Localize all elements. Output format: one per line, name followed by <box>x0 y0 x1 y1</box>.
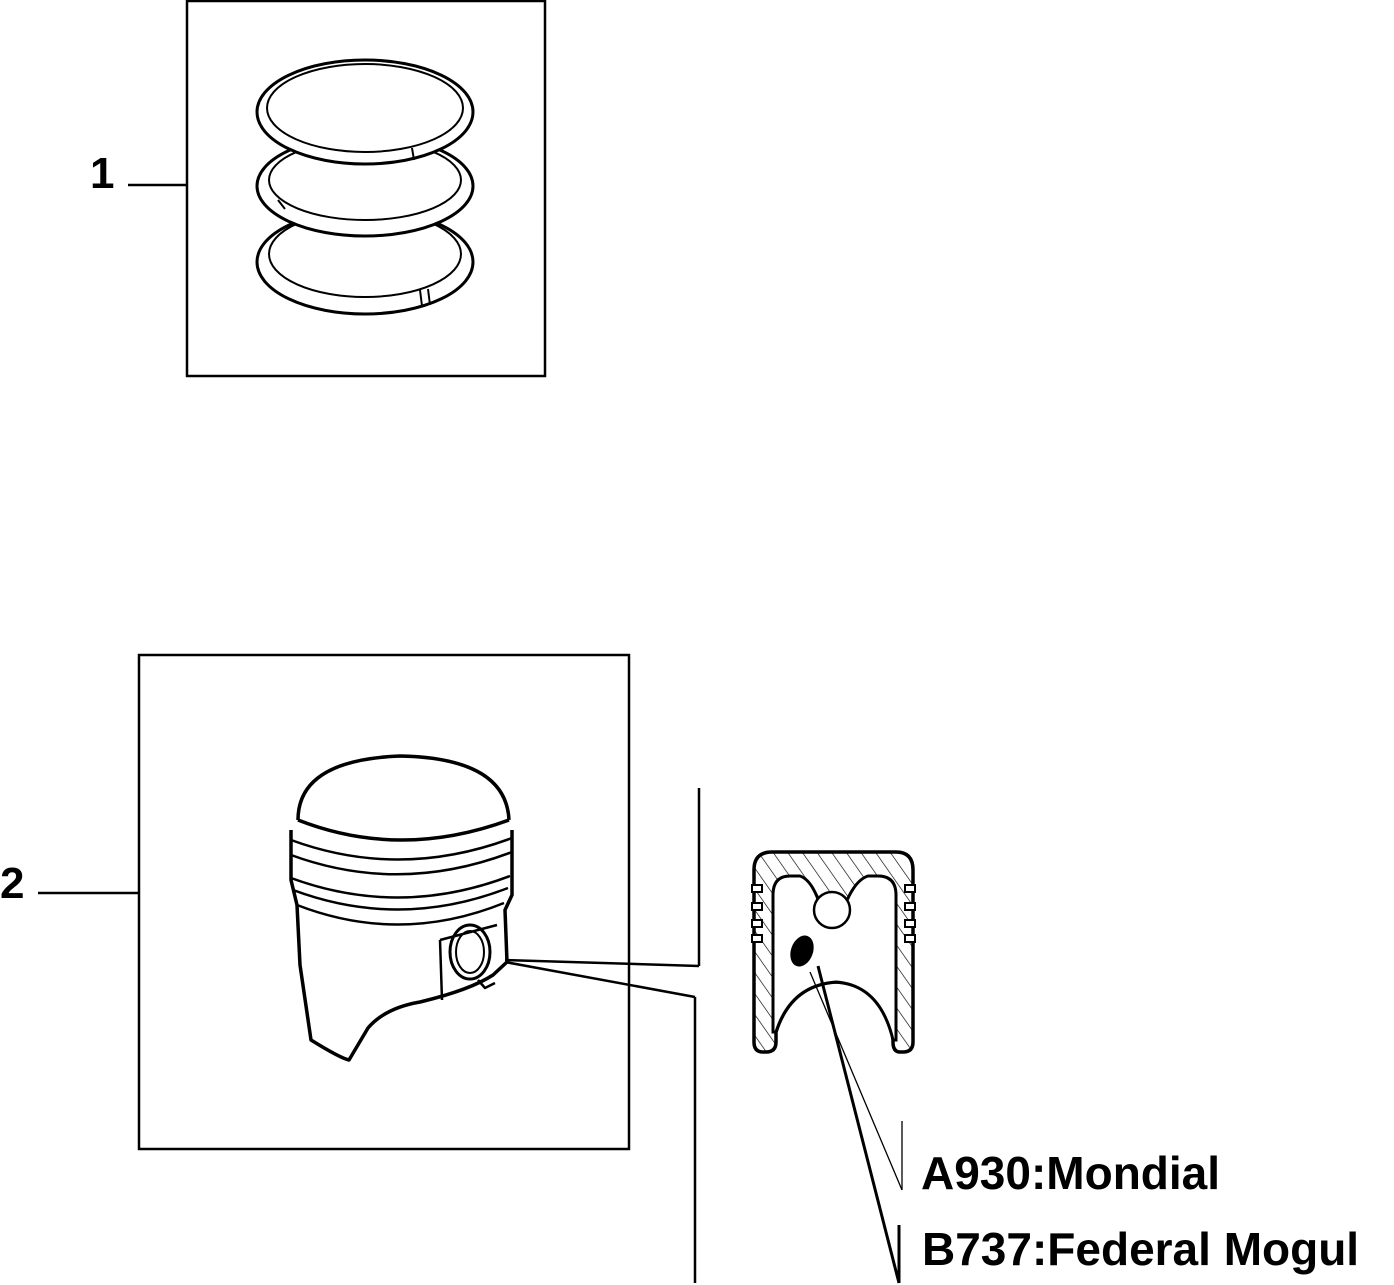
supplier-note-mondial: A930:Mondial <box>921 1147 1221 1199</box>
piston-illustration <box>289 754 514 1062</box>
callout-piston: 2 <box>0 859 24 908</box>
piston-frame <box>38 653 631 1151</box>
supplier-note-federal-mogul: B737:Federal Mogul <box>922 1223 1360 1275</box>
section-leader-lines <box>504 788 701 1283</box>
ring-set-frame <box>128 0 547 378</box>
identification-mark-dot <box>790 935 814 967</box>
callout-ring-set: 1 <box>90 149 114 198</box>
top-compression-ring <box>255 58 475 166</box>
supplier-note-leaders <box>809 965 903 1284</box>
piston-cross-section <box>751 850 916 1054</box>
piston-ring-set-illustration <box>255 58 475 316</box>
second-compression-ring <box>255 134 475 238</box>
